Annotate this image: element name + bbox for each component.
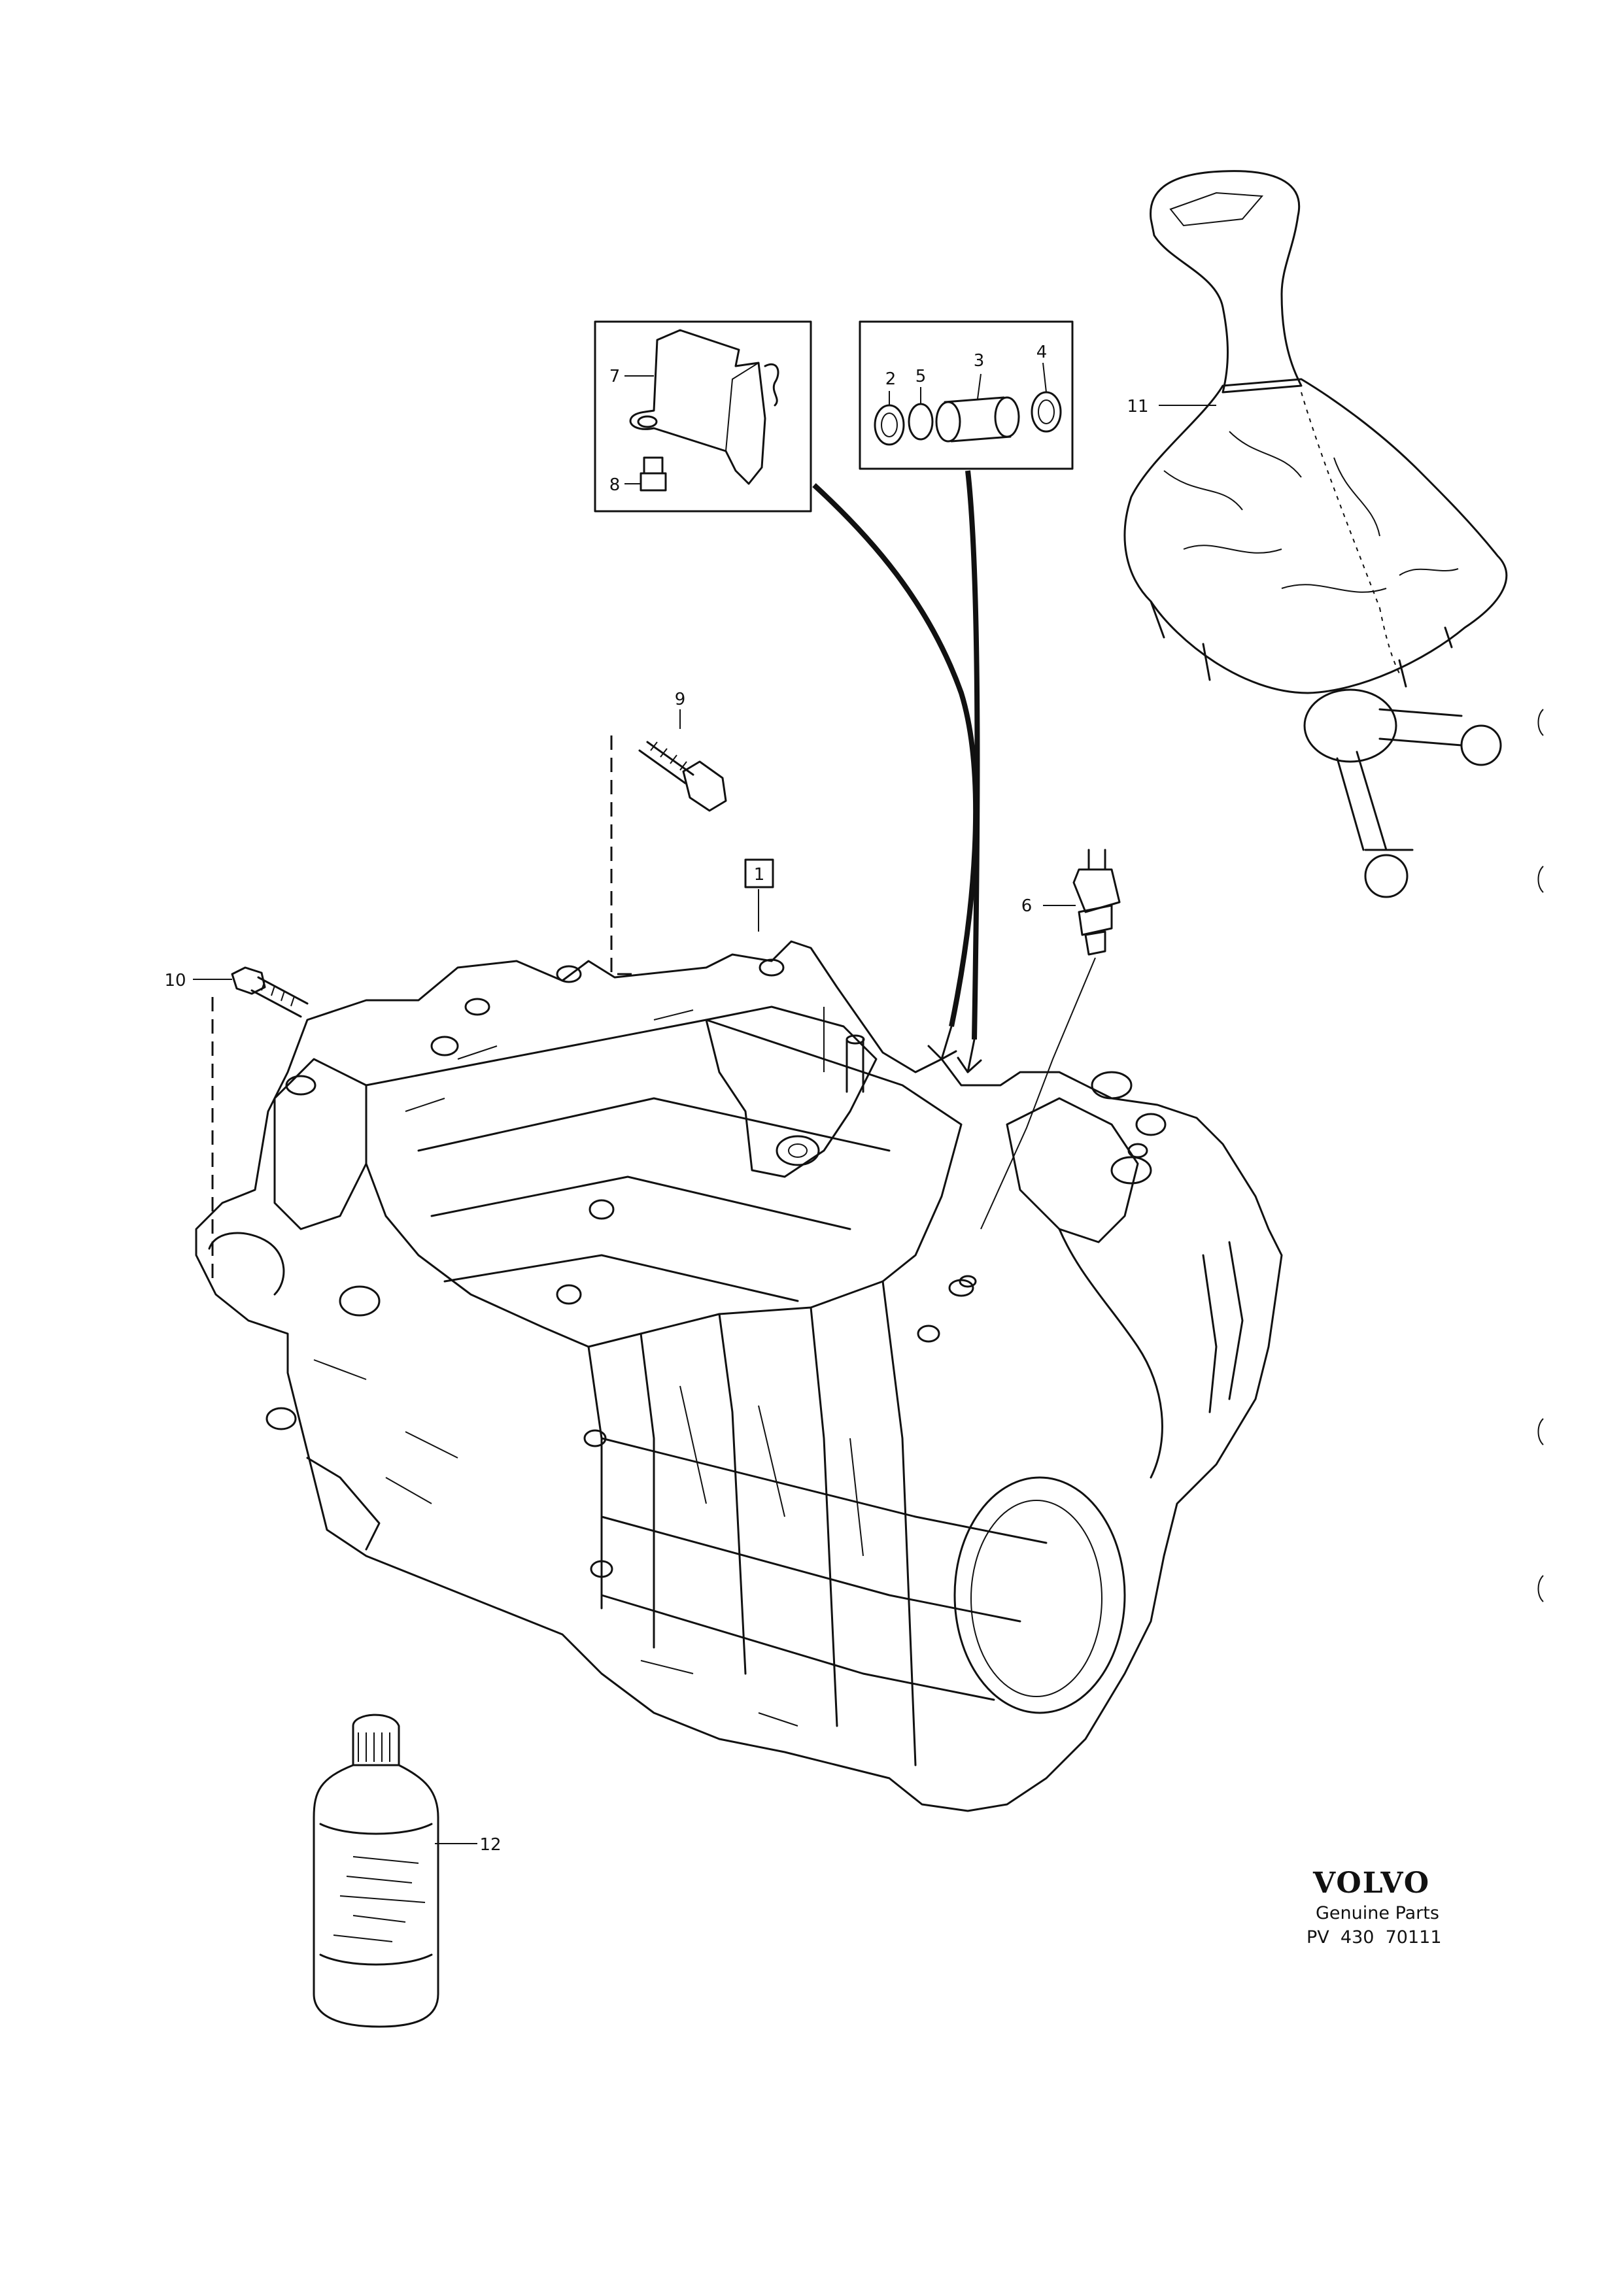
- callout-3: 3: [974, 351, 985, 371]
- oil-bottle: [313, 1714, 477, 2028]
- callout-4: 4: [1036, 343, 1048, 362]
- callout-8: 8: [609, 475, 621, 495]
- margin-marks: [1537, 709, 1544, 1602]
- brand-name: VOLVO: [1312, 1866, 1430, 1900]
- part-1-callout-box: [744, 858, 774, 888]
- diagram-code: PV 430 70111: [1307, 1927, 1442, 1948]
- callout-7: 7: [609, 367, 621, 386]
- callout-11: 11: [1127, 397, 1148, 416]
- brand-tagline: Genuine Parts: [1316, 1903, 1439, 1923]
- callout-5: 5: [915, 367, 927, 386]
- switch-6: [980, 849, 1121, 1230]
- bolt-10: [193, 966, 309, 1285]
- callout-6: 6: [1021, 896, 1033, 916]
- callout-9: 9: [675, 690, 686, 709]
- callout-10: 10: [164, 971, 186, 990]
- seal-inset-box: [859, 320, 1074, 470]
- bolt-9: [610, 709, 727, 975]
- callout-2: 2: [885, 369, 897, 389]
- gearbox-housing: [195, 940, 1283, 1812]
- callout-12: 12: [479, 1835, 501, 1855]
- callout-1: 1: [754, 865, 765, 885]
- seal-connector-line: [965, 470, 980, 1040]
- bracket-inset-box: [594, 320, 812, 513]
- gear-lever-boot: [1123, 170, 1508, 898]
- bracket-connector-line: [812, 483, 979, 1027]
